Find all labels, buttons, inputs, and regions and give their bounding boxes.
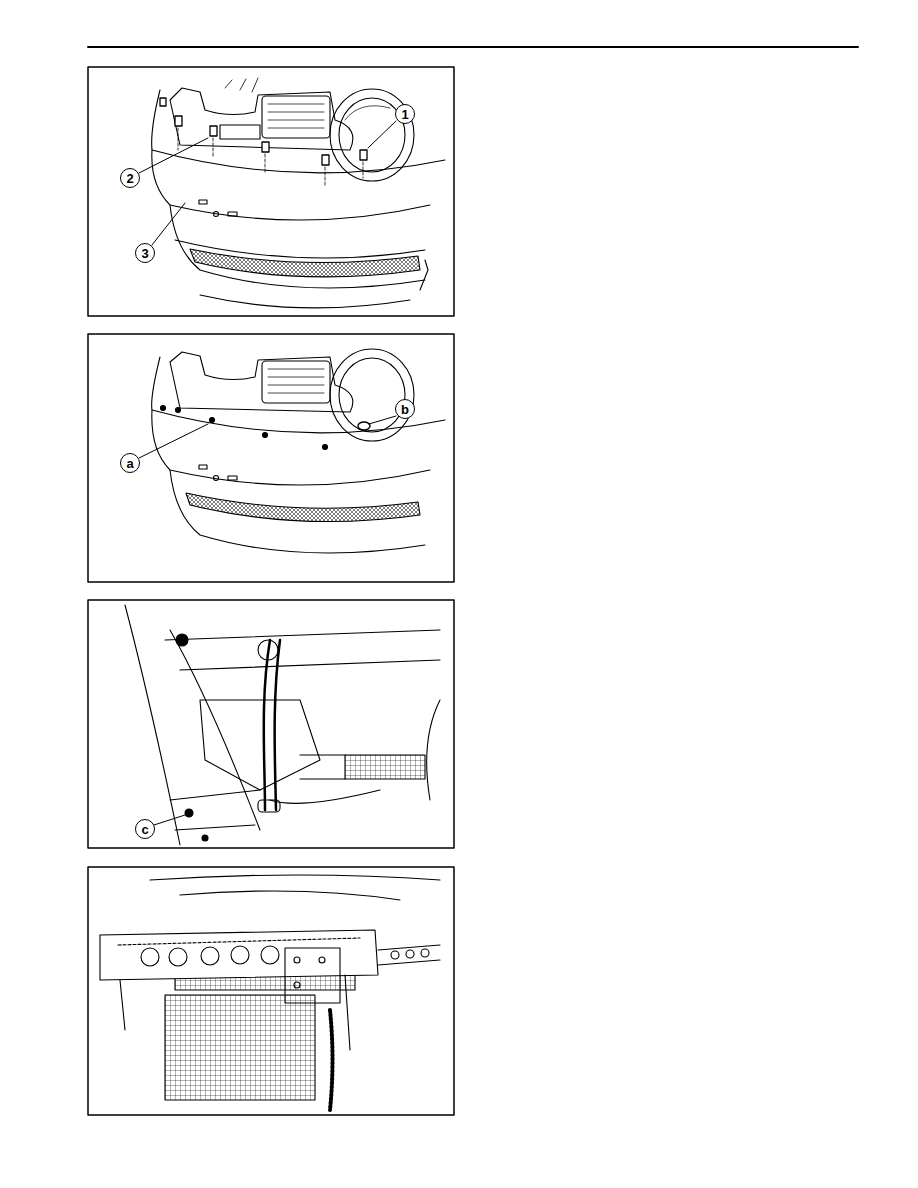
callout-number: 2 bbox=[126, 172, 133, 185]
callout-number: 1 bbox=[401, 108, 408, 121]
callout-circle: 1 bbox=[395, 104, 415, 124]
figure-frame bbox=[88, 67, 454, 316]
figure-frame bbox=[88, 600, 454, 848]
bumper-reinforcement-radiator bbox=[100, 875, 440, 1110]
callout-circle: b bbox=[395, 399, 415, 419]
callout-number: 3 bbox=[141, 247, 148, 260]
figure-frame bbox=[88, 334, 454, 582]
callout-circle: 2 bbox=[120, 168, 140, 188]
callout-circle: c bbox=[135, 819, 155, 839]
header-rule bbox=[88, 46, 858, 48]
figure-frame bbox=[88, 867, 454, 1115]
callout-circle: 3 bbox=[135, 243, 155, 263]
callout-number: b bbox=[401, 403, 409, 416]
bumper-with-screws bbox=[139, 78, 445, 308]
callout-number: c bbox=[141, 823, 148, 836]
underbody-view bbox=[125, 605, 440, 845]
callout-number: a bbox=[126, 457, 133, 470]
bumper-fastener-holes bbox=[139, 349, 445, 553]
callout-circle: a bbox=[120, 453, 140, 473]
